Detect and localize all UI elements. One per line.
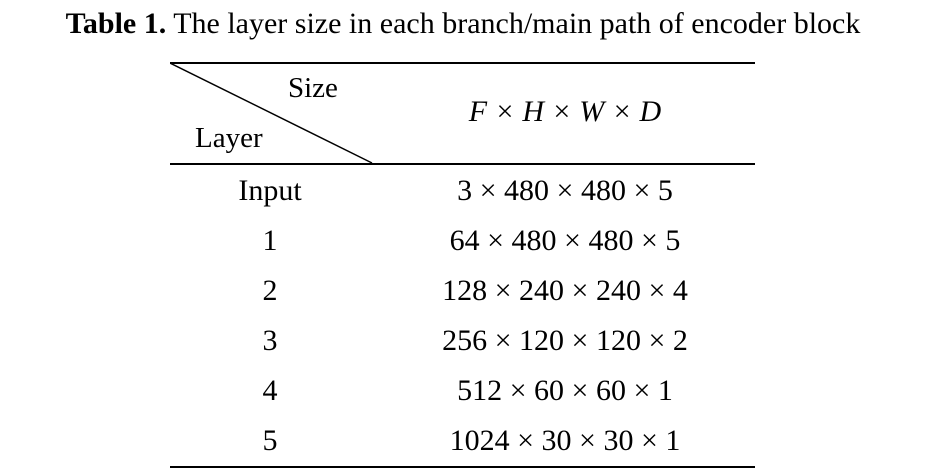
layer-cell: 1	[262, 224, 278, 257]
table-caption-text: The layer size in each branch/main path …	[173, 7, 861, 40]
size-cell: 64 × 480 × 480 × 5	[449, 224, 681, 257]
table-row: 3 256 × 120 × 120 × 2	[170, 316, 755, 366]
table-row: 2 128 × 240 × 240 × 4	[170, 266, 755, 316]
size-cell: 1024 × 30 × 30 × 1	[449, 424, 681, 457]
size-cell: 128 × 240 × 240 × 4	[442, 274, 688, 307]
layer-cell: 4	[262, 374, 278, 407]
table-bottom-rule	[170, 466, 755, 468]
layer-cell: 2	[262, 274, 278, 307]
layer-cell: Input	[238, 174, 302, 207]
table-caption: Table 1. The layer size in each branch/m…	[0, 4, 926, 44]
header-size-label: Size	[288, 72, 338, 104]
table-row: 1 64 × 480 × 480 × 5	[170, 216, 755, 266]
layer-cell: 3	[262, 324, 278, 357]
header-layer-label: Layer	[195, 122, 263, 154]
layer-cell: 5	[262, 424, 278, 457]
table-row: 4 512 × 60 × 60 × 1	[170, 366, 755, 416]
size-cell: 3 × 480 × 480 × 5	[457, 174, 673, 207]
header-dims-label: F × H × W × D	[468, 95, 662, 128]
size-cell: 512 × 60 × 60 × 1	[457, 374, 673, 407]
table-row: Input 3 × 480 × 480 × 5	[170, 166, 755, 216]
table-header-rule	[170, 163, 755, 165]
table-caption-label: Table 1.	[65, 7, 167, 40]
table-top-rule	[170, 62, 755, 64]
size-cell: 256 × 120 × 120 × 2	[442, 324, 688, 357]
table-row: 5 1024 × 30 × 30 × 1	[170, 416, 755, 466]
header-diagonal-line	[170, 62, 373, 164]
